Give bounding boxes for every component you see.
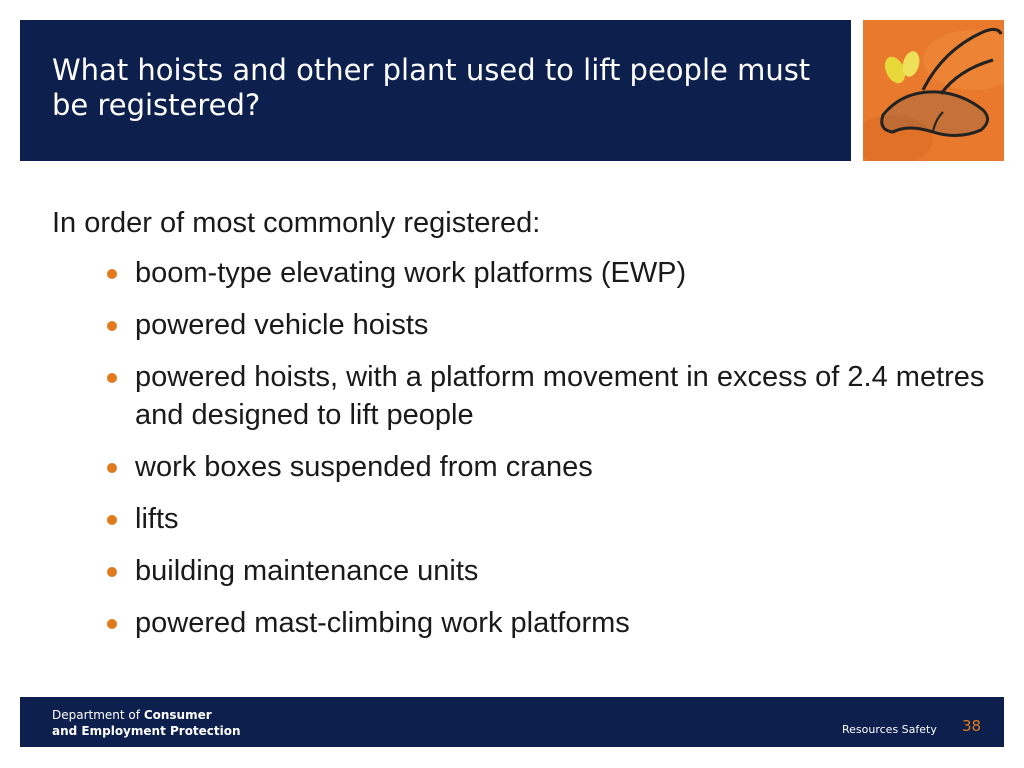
footer-bar: Department of Consumer and Employment Pr… xyxy=(20,697,1004,747)
safety-glasses-icon xyxy=(863,20,1004,161)
resources-safety-label: Resources Safety xyxy=(842,723,937,736)
list-item: lifts xyxy=(105,500,985,538)
list-item-text: lifts xyxy=(135,503,179,535)
list-item-text: powered mast-climbing work platforms xyxy=(135,607,630,639)
safety-glasses-earplugs-image xyxy=(863,20,1004,161)
department-bold-line-2: and Employment Protection xyxy=(52,724,241,738)
bullet-dot-icon xyxy=(107,515,117,525)
bullet-dot-icon xyxy=(107,373,117,383)
department-name: Department of Consumer and Employment Pr… xyxy=(52,707,241,739)
list-item-text: powered vehicle hoists xyxy=(135,309,429,341)
page-number: 38 xyxy=(962,717,982,735)
intro-text: In order of most commonly registered: xyxy=(52,207,541,239)
bullet-dot-icon xyxy=(107,463,117,473)
list-item: powered mast-climbing work platforms xyxy=(105,604,985,642)
department-prefix: Department of xyxy=(52,708,144,722)
title-bar: What hoists and other plant used to lift… xyxy=(20,20,851,161)
list-item-text: work boxes suspended from cranes xyxy=(135,451,593,483)
list-item: powered hoists, with a platform movement… xyxy=(105,358,985,434)
list-item-text: boom-type elevating work platforms (EWP) xyxy=(135,257,687,289)
list-item-text: building maintenance units xyxy=(135,555,479,587)
list-item: work boxes suspended from cranes xyxy=(105,448,985,486)
list-item: boom-type elevating work platforms (EWP) xyxy=(105,254,985,292)
list-item: powered vehicle hoists xyxy=(105,306,985,344)
list-item: building maintenance units xyxy=(105,552,985,590)
bullet-dot-icon xyxy=(107,321,117,331)
bullet-dot-icon xyxy=(107,269,117,279)
bullet-dot-icon xyxy=(107,619,117,629)
bullet-list: boom-type elevating work platforms (EWP)… xyxy=(105,254,985,656)
list-item-text: powered hoists, with a platform movement… xyxy=(135,361,985,431)
bullet-dot-icon xyxy=(107,567,117,577)
department-bold-line-1: Consumer xyxy=(143,708,212,722)
slide-title: What hoists and other plant used to lift… xyxy=(52,53,811,122)
